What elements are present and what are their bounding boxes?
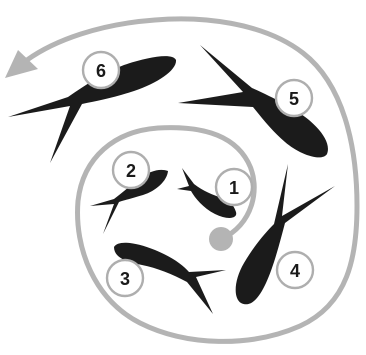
fish-1-number: 1	[229, 178, 239, 198]
fish-3-number: 3	[120, 269, 130, 289]
fish-6-number: 6	[96, 61, 106, 81]
badge-4: 4	[277, 252, 313, 288]
spiral-path	[27, 19, 357, 342]
badge-3: 3	[107, 260, 143, 296]
badge-1: 1	[216, 169, 252, 205]
badge-5: 5	[276, 80, 312, 116]
fish-2-number: 2	[126, 161, 136, 181]
fish-5-number: 5	[289, 89, 299, 109]
spiral-start-dot	[209, 227, 233, 251]
fish-4-number: 4	[290, 261, 300, 281]
badge-2: 2	[113, 152, 149, 188]
badge-6: 6	[83, 52, 119, 88]
spiral-arrow	[5, 19, 357, 342]
